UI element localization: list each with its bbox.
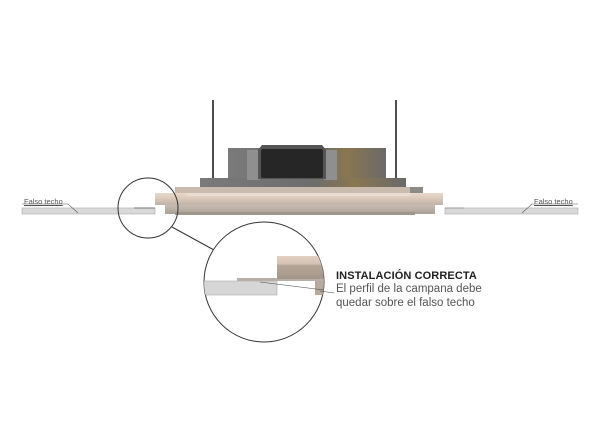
detail-circle-large [203, 221, 335, 343]
false-ceiling-left-label: Falso techo [24, 197, 63, 206]
detail-connector-line [171, 226, 215, 251]
false-ceiling-right [444, 207, 579, 215]
false-ceiling-right-label: Falso techo [534, 197, 573, 206]
right-label-leader [521, 203, 578, 214]
hood-housing [200, 145, 406, 188]
hood-profile [155, 187, 443, 215]
callout: INSTALACIÓN CORRECTA El perfil de la cam… [336, 270, 482, 310]
detail-circle-small [117, 177, 179, 239]
callout-title: INSTALACIÓN CORRECTA [336, 270, 477, 282]
filter-panel [261, 149, 323, 178]
false-ceiling-left [21, 207, 156, 215]
callout-line-2: quedar sobre el falso techo [336, 297, 475, 309]
left-label-leader [22, 203, 79, 214]
suspension-rods [212, 100, 397, 180]
callout-line-1: El perfil de la campana debe [336, 283, 482, 295]
